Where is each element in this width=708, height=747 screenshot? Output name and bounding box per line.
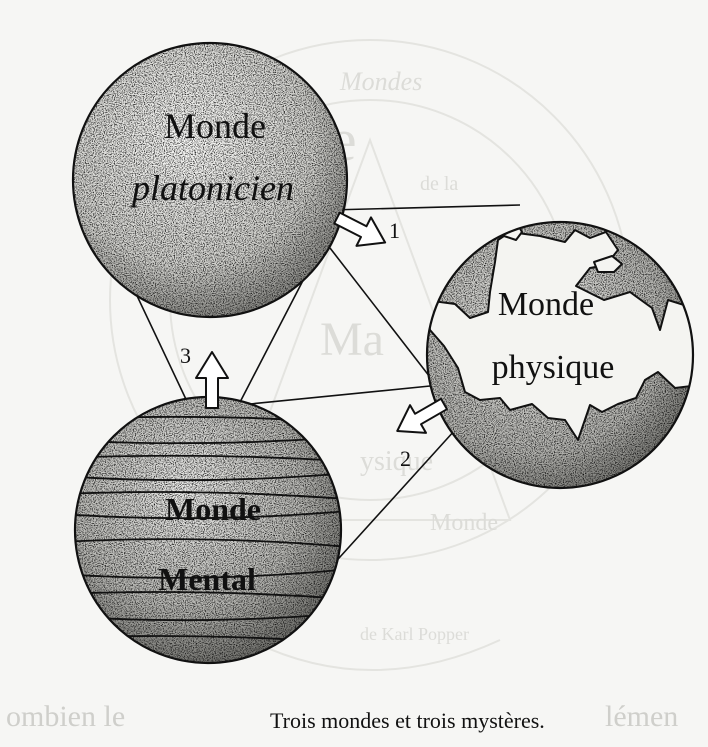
mental-world-sphere: Monde Mental	[60, 397, 360, 663]
svg-text:ysique: ysique	[360, 446, 433, 477]
physical-world-label-line1: Monde	[498, 286, 594, 323]
platonic-world-label-line1: Monde	[164, 106, 266, 146]
physical-world-label-line2: physique	[492, 349, 615, 386]
background-text-left: ombien le	[6, 700, 125, 734]
figure-caption: Trois mondes et trois mystères.	[270, 708, 545, 734]
arrow-2-label: 2	[400, 446, 411, 471]
svg-text:Ma: Ma	[320, 313, 384, 366]
mental-world-label-line1: Monde	[165, 491, 261, 527]
platonic-world-sphere: Monde platonicien	[73, 43, 347, 317]
physical-world-sphere: Monde physique	[425, 218, 700, 488]
svg-text:de la: de la	[420, 173, 458, 195]
platonic-world-label-line2: platonicien	[129, 168, 294, 208]
arrow-3-label: 3	[180, 343, 191, 368]
background-text-right: lémen	[605, 700, 678, 734]
svg-text:Mondes: Mondes	[339, 67, 422, 96]
mental-world-label-line2: Mental	[158, 561, 256, 597]
arrow-1-label: 1	[389, 218, 400, 243]
svg-text:Monde: Monde	[430, 510, 498, 536]
svg-text:de Karl Popper: de Karl Popper	[360, 624, 469, 644]
